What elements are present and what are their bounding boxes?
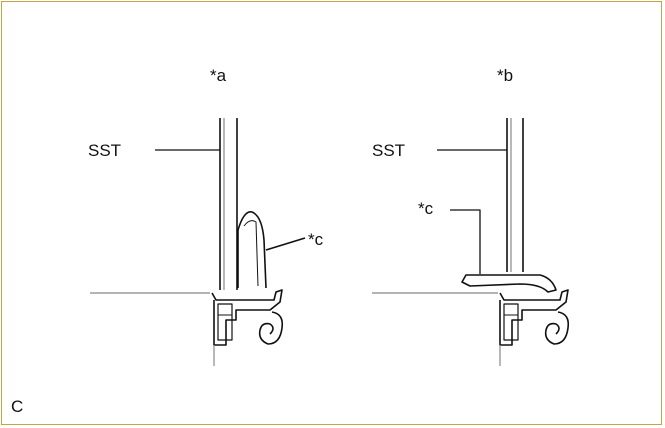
label-sst-left: SST bbox=[88, 141, 121, 160]
clip-holder-a bbox=[211, 289, 283, 346]
clip-holder-b bbox=[499, 289, 569, 346]
seal-lip-b bbox=[461, 274, 557, 293]
leader-c-b bbox=[450, 209, 481, 274]
leader-c-a bbox=[265, 237, 306, 251]
clip-hook-a bbox=[258, 311, 284, 345]
label-c-right: *c bbox=[418, 199, 434, 218]
figure-b bbox=[372, 118, 570, 366]
seal-lip-a bbox=[237, 211, 267, 289]
label-c-left: *c bbox=[308, 230, 324, 249]
figure-a bbox=[90, 118, 306, 366]
label-sst-right: SST bbox=[372, 141, 405, 160]
clip-hook-b bbox=[544, 311, 570, 345]
label-b: *b bbox=[497, 66, 513, 85]
label-a: *a bbox=[210, 66, 227, 85]
corner-label: C bbox=[11, 397, 23, 416]
